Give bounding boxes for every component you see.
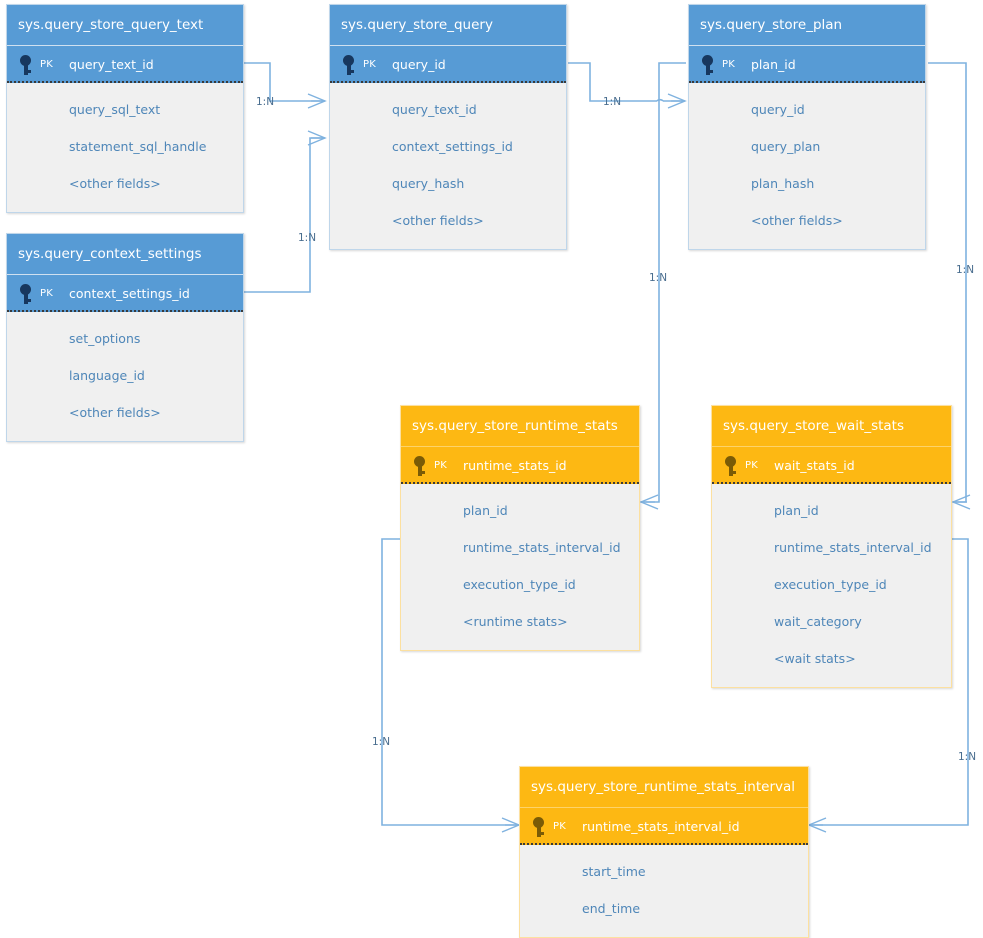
field-row[interactable]: end_time — [582, 901, 641, 916]
field-row[interactable]: runtime_stats_interval_id — [463, 540, 621, 555]
primary-key-row[interactable]: PK plan_id — [689, 46, 925, 83]
field-row[interactable]: wait_category — [774, 614, 862, 629]
pk-badge: PK — [722, 59, 735, 70]
arrowhead-r4 — [639, 494, 659, 510]
table-title: sys.query_context_settings — [7, 234, 243, 275]
field-row[interactable]: <other fields> — [751, 213, 843, 228]
field-list: query_id query_plan plan_hash <other fie… — [689, 83, 925, 249]
field-list: set_options language_id <other fields> — [7, 312, 243, 441]
pk-badge: PK — [363, 59, 376, 70]
cardinality-label-r5: 1:N — [956, 264, 974, 276]
field-list: start_time end_time — [520, 845, 808, 937]
connector-query-text-to-query — [244, 62, 322, 102]
field-list: plan_id runtime_stats_interval_id execut… — [401, 484, 639, 650]
field-row[interactable]: start_time — [582, 864, 646, 879]
field-row[interactable]: query_text_id — [392, 102, 477, 117]
primary-key-row[interactable]: PK runtime_stats_interval_id — [520, 808, 808, 845]
field-row[interactable]: language_id — [69, 368, 145, 383]
primary-key-row[interactable]: PK wait_stats_id — [712, 447, 951, 484]
field-row[interactable]: plan_id — [463, 503, 508, 518]
table-query-store-query-text[interactable]: sys.query_store_query_text PK query_text… — [6, 4, 244, 213]
field-row[interactable]: <other fields> — [69, 176, 161, 191]
field-row[interactable]: set_options — [69, 331, 141, 346]
table-title: sys.query_store_runtime_stats — [401, 406, 639, 447]
field-row[interactable]: plan_hash — [751, 176, 815, 191]
field-row[interactable]: runtime_stats_interval_id — [774, 540, 932, 555]
pk-field-name: context_settings_id — [69, 286, 190, 301]
connector-query-to-plan — [568, 62, 682, 102]
field-row[interactable]: <wait stats> — [774, 651, 856, 666]
field-row[interactable]: execution_type_id — [463, 577, 576, 592]
primary-key-row[interactable]: PK runtime_stats_id — [401, 447, 639, 484]
field-row[interactable]: execution_type_id — [774, 577, 887, 592]
key-icon — [19, 284, 32, 304]
primary-key-row[interactable]: PK context_settings_id — [7, 275, 243, 312]
pk-badge: PK — [434, 460, 447, 471]
connector-plan-to-runtime-stats — [644, 62, 686, 503]
pk-field-name: query_id — [392, 57, 446, 72]
key-icon — [532, 817, 545, 837]
table-title: sys.query_store_runtime_stats_interval — [520, 767, 808, 808]
arrowhead-r7 — [807, 817, 827, 833]
cardinality-label-r6: 1:N — [372, 736, 390, 748]
field-list: query_text_id context_settings_id query_… — [330, 83, 566, 249]
field-row[interactable]: query_sql_text — [69, 102, 161, 117]
table-query-store-plan[interactable]: sys.query_store_plan PK plan_id query_id… — [688, 4, 926, 250]
table-title: sys.query_store_query — [330, 5, 566, 46]
connector-hop-r3 — [656, 98, 664, 102]
table-title: sys.query_store_wait_stats — [712, 406, 951, 447]
field-row[interactable]: <runtime stats> — [463, 614, 568, 629]
key-icon — [413, 456, 426, 476]
pk-badge: PK — [553, 821, 566, 832]
table-query-store-wait-stats[interactable]: sys.query_store_wait_stats PK wait_stats… — [711, 405, 952, 688]
field-row[interactable]: query_id — [751, 102, 805, 117]
pk-field-name: runtime_stats_interval_id — [582, 819, 740, 834]
connector-context-settings-to-query — [244, 137, 322, 293]
key-icon — [701, 55, 714, 75]
cardinality-label-r1: 1:N — [256, 96, 274, 108]
field-row[interactable]: <other fields> — [69, 405, 161, 420]
pk-badge: PK — [40, 288, 53, 299]
table-title: sys.query_store_plan — [689, 5, 925, 46]
pk-field-name: query_text_id — [69, 57, 154, 72]
key-icon — [19, 55, 32, 75]
arrowhead-r1 — [307, 93, 327, 109]
pk-badge: PK — [40, 59, 53, 70]
primary-key-row[interactable]: PK query_id — [330, 46, 566, 83]
pk-field-name: wait_stats_id — [774, 458, 855, 473]
cardinality-label-r7: 1:N — [958, 751, 976, 763]
field-row[interactable]: query_plan — [751, 139, 821, 154]
table-query-context-settings[interactable]: sys.query_context_settings PK context_se… — [6, 233, 244, 442]
field-row[interactable]: statement_sql_handle — [69, 139, 207, 154]
arrowhead-r6 — [501, 817, 521, 833]
table-title: sys.query_store_query_text — [7, 5, 243, 46]
field-row[interactable]: context_settings_id — [392, 139, 513, 154]
cardinality-label-r3: 1:N — [603, 96, 621, 108]
field-row[interactable]: plan_id — [774, 503, 819, 518]
field-list: plan_id runtime_stats_interval_id execut… — [712, 484, 951, 687]
table-query-store-query[interactable]: sys.query_store_query PK query_id query_… — [329, 4, 567, 250]
pk-field-name: plan_id — [751, 57, 796, 72]
cardinality-label-r2: 1:N — [298, 232, 316, 244]
key-icon — [342, 55, 355, 75]
arrowhead-r5 — [951, 494, 971, 510]
field-list: query_sql_text statement_sql_handle <oth… — [7, 83, 243, 212]
primary-key-row[interactable]: PK query_text_id — [7, 46, 243, 83]
field-row[interactable]: query_hash — [392, 176, 465, 191]
arrowhead-r2 — [307, 130, 327, 146]
pk-badge: PK — [745, 460, 758, 471]
table-query-store-runtime-stats[interactable]: sys.query_store_runtime_stats PK runtime… — [400, 405, 640, 651]
cardinality-label-r4: 1:N — [649, 272, 667, 284]
key-icon — [724, 456, 737, 476]
field-row[interactable]: <other fields> — [392, 213, 484, 228]
arrowhead-r3 — [667, 93, 687, 109]
table-query-store-runtime-stats-interval[interactable]: sys.query_store_runtime_stats_interval P… — [519, 766, 809, 938]
pk-field-name: runtime_stats_id — [463, 458, 567, 473]
